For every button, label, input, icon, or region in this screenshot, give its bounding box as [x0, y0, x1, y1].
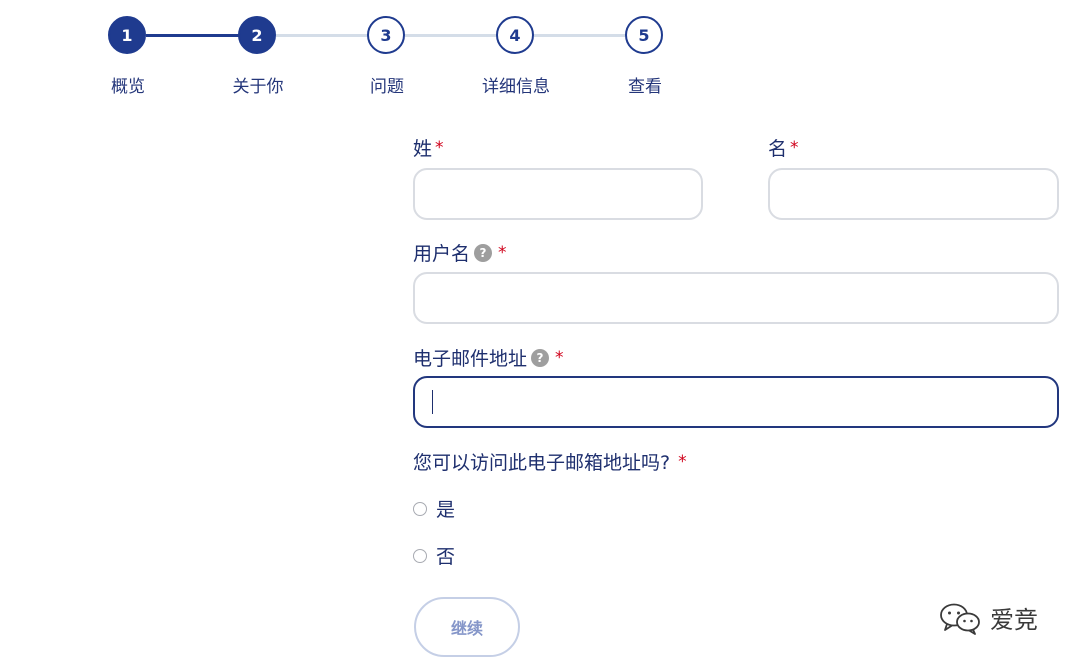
wechat-icon	[940, 603, 980, 635]
step-label: 查看	[628, 77, 662, 97]
email-access-question-text: 您可以访问此电子邮箱地址吗?	[413, 452, 671, 474]
step-number: 2	[238, 16, 276, 54]
continue-button[interactable]: 继续	[414, 597, 520, 657]
email-access-question: 您可以访问此电子邮箱地址吗? *	[413, 448, 687, 475]
last-name-label: 姓*	[413, 134, 444, 161]
required-marker: *	[498, 242, 507, 263]
required-marker: *	[790, 137, 799, 158]
step-review: 5 查看	[625, 16, 665, 97]
step-number: 1	[108, 16, 146, 54]
step-details: 4 详细信息	[482, 16, 550, 97]
last-name-input[interactable]	[413, 168, 703, 220]
radio-label-yes: 是	[436, 499, 456, 521]
step-connector-1-2	[146, 34, 240, 37]
first-name-label-text: 名	[768, 138, 788, 160]
required-marker: *	[678, 451, 687, 472]
step-about-you[interactable]: 2 关于你	[233, 16, 284, 97]
watermark-text: 爱竞	[990, 606, 1038, 634]
radio-label-no: 否	[436, 546, 456, 568]
step-number: 3	[367, 16, 405, 54]
required-marker: *	[435, 137, 444, 158]
step-number: 5	[625, 16, 663, 54]
radio-option-yes[interactable]: 是	[413, 495, 455, 522]
step-label: 概览	[111, 77, 145, 97]
first-name-input[interactable]	[768, 168, 1059, 220]
username-input[interactable]	[413, 272, 1059, 324]
email-label: 电子邮件地址 ? *	[413, 344, 564, 371]
radio-button-yes[interactable]	[413, 501, 427, 516]
step-overview[interactable]: 1 概览	[108, 16, 148, 97]
step-connector-2-3	[276, 34, 370, 37]
radio-button-no[interactable]	[413, 548, 427, 563]
question-circle-icon[interactable]: ?	[531, 348, 550, 367]
username-label: 用户名 ? *	[413, 239, 507, 266]
email-label-text: 电子邮件地址	[413, 348, 528, 370]
step-connector-3-4	[405, 34, 499, 37]
progress-stepper: 1 概览 2 关于你 3 问题 4 详细信息 5 查看	[0, 0, 1080, 110]
question-circle-icon[interactable]: ?	[474, 243, 493, 262]
required-marker: *	[555, 347, 564, 368]
step-questions: 3 问题	[367, 16, 407, 97]
email-input[interactable]	[413, 376, 1059, 428]
radio-option-no[interactable]: 否	[413, 542, 455, 569]
step-label: 问题	[370, 77, 404, 97]
username-label-text: 用户名	[413, 243, 471, 265]
text-caret	[432, 390, 433, 414]
step-number: 4	[496, 16, 534, 54]
watermark: 爱竞	[938, 600, 1038, 635]
last-name-label-text: 姓	[413, 138, 433, 160]
step-label: 关于你	[232, 77, 284, 97]
step-connector-4-5	[534, 34, 628, 37]
step-label: 详细信息	[482, 77, 550, 97]
first-name-label: 名*	[768, 134, 799, 161]
